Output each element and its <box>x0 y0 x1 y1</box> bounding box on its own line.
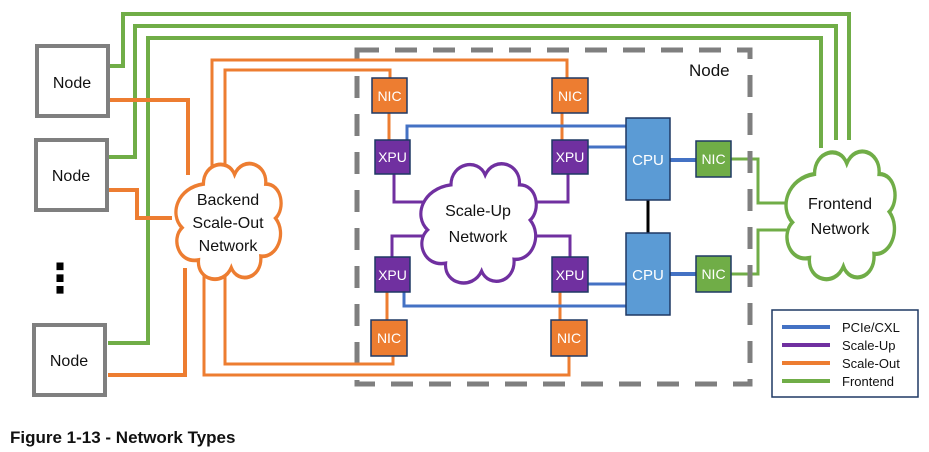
svg-text:XPU: XPU <box>556 267 585 283</box>
backend-cloud-label: Backend Scale-Out Network <box>192 192 264 255</box>
ellipsis-more-nodes: ⋮ <box>40 257 80 301</box>
xpu-top-right[interactable]: XPU <box>551 139 589 175</box>
svg-text:Network: Network <box>449 229 509 246</box>
external-node-3[interactable]: Node <box>32 323 107 397</box>
node-group-label: Node <box>689 61 730 80</box>
xpu-bottom-right[interactable]: XPU <box>551 256 589 293</box>
pcie-link-xpu-tl-cpu <box>405 124 626 140</box>
legend-item-scale-out: Scale-Out <box>782 356 900 371</box>
scaleout-link-nic-tr <box>223 68 392 168</box>
svg-text:Backend: Backend <box>197 192 259 209</box>
scaleout-nic-top-right[interactable]: NIC <box>551 77 589 114</box>
frontend-link-node2 <box>108 24 838 159</box>
frontend-link-nic-top <box>731 157 790 205</box>
scaleout-nic-top-left[interactable]: NIC <box>371 77 408 114</box>
scaleout-link-nic-br <box>202 272 571 377</box>
external-node-2[interactable]: Node <box>34 138 109 212</box>
svg-text:Scale-Out: Scale-Out <box>842 356 900 371</box>
scale-out-nic-links <box>202 58 571 377</box>
svg-text:XPU: XPU <box>378 267 407 283</box>
scale-up-network-cloud[interactable] <box>419 162 538 285</box>
scaleout-link-node1 <box>108 98 190 175</box>
svg-text:Node: Node <box>52 168 90 185</box>
legend-item-pcie: PCIe/CXL <box>782 320 900 335</box>
svg-text:CPU: CPU <box>632 152 664 169</box>
svg-text:Frontend: Frontend <box>842 374 894 389</box>
legend: PCIe/CXL Scale-Up Scale-Out Frontend <box>771 309 919 398</box>
frontend-nic-bottom[interactable]: NIC <box>695 255 732 293</box>
svg-text:Node: Node <box>50 353 88 370</box>
frontend-link-node1 <box>108 12 851 140</box>
svg-text:NIC: NIC <box>377 88 401 104</box>
legend-item-frontend: Frontend <box>782 374 894 389</box>
svg-text:NIC: NIC <box>377 330 401 346</box>
frontend-cloud-label: Frontend Network <box>808 196 872 238</box>
svg-text:Node: Node <box>53 75 91 92</box>
svg-text:NIC: NIC <box>558 88 582 104</box>
svg-text:Scale-Up: Scale-Up <box>842 338 895 353</box>
scaleout-link-nic-bl <box>223 272 395 366</box>
scale-out-links <box>108 98 190 377</box>
pcie-link-xpu-bl-cpu <box>402 291 626 308</box>
svg-text:NIC: NIC <box>701 151 725 167</box>
svg-text:CPU: CPU <box>632 267 664 284</box>
scaleout-link-node3 <box>108 268 187 377</box>
scaleout-nic-bottom-right[interactable]: NIC <box>550 319 588 357</box>
scaleout-nic-bottom-left[interactable]: NIC <box>370 319 408 357</box>
pcie-links <box>402 124 697 308</box>
svg-text:XPU: XPU <box>556 149 585 165</box>
cpu-top[interactable]: CPU <box>625 117 671 201</box>
frontend-nic-top[interactable]: NIC <box>695 140 732 178</box>
svg-text:Scale-Up: Scale-Up <box>445 203 511 220</box>
scaleout-link-node2 <box>108 188 172 220</box>
frontend-network-cloud[interactable] <box>786 151 895 279</box>
frontend-link-node3 <box>108 36 823 345</box>
cpu-bottom[interactable]: CPU <box>625 232 671 316</box>
svg-text:NIC: NIC <box>701 266 725 282</box>
scale-up-cloud-label: Scale-Up Network <box>445 203 511 246</box>
external-node-1[interactable]: Node <box>35 44 110 118</box>
svg-text:NIC: NIC <box>557 330 581 346</box>
legend-item-scale-up: Scale-Up <box>782 338 895 353</box>
svg-text:Frontend: Frontend <box>808 196 872 213</box>
svg-text:Network: Network <box>199 238 259 255</box>
svg-text:Scale-Out: Scale-Out <box>192 215 264 232</box>
frontend-link-nic-bottom <box>731 228 790 276</box>
xpu-bottom-left[interactable]: XPU <box>374 256 411 293</box>
svg-text:PCIe/CXL: PCIe/CXL <box>842 320 900 335</box>
scaleout-link-nic-tl <box>210 58 569 168</box>
svg-text:XPU: XPU <box>378 149 407 165</box>
frontend-links <box>108 12 851 345</box>
xpu-top-left[interactable]: XPU <box>374 139 411 175</box>
node-group-border <box>354 47 753 387</box>
figure-caption: Figure 1-13 - Network Types <box>10 428 236 447</box>
svg-text:Network: Network <box>811 221 871 238</box>
